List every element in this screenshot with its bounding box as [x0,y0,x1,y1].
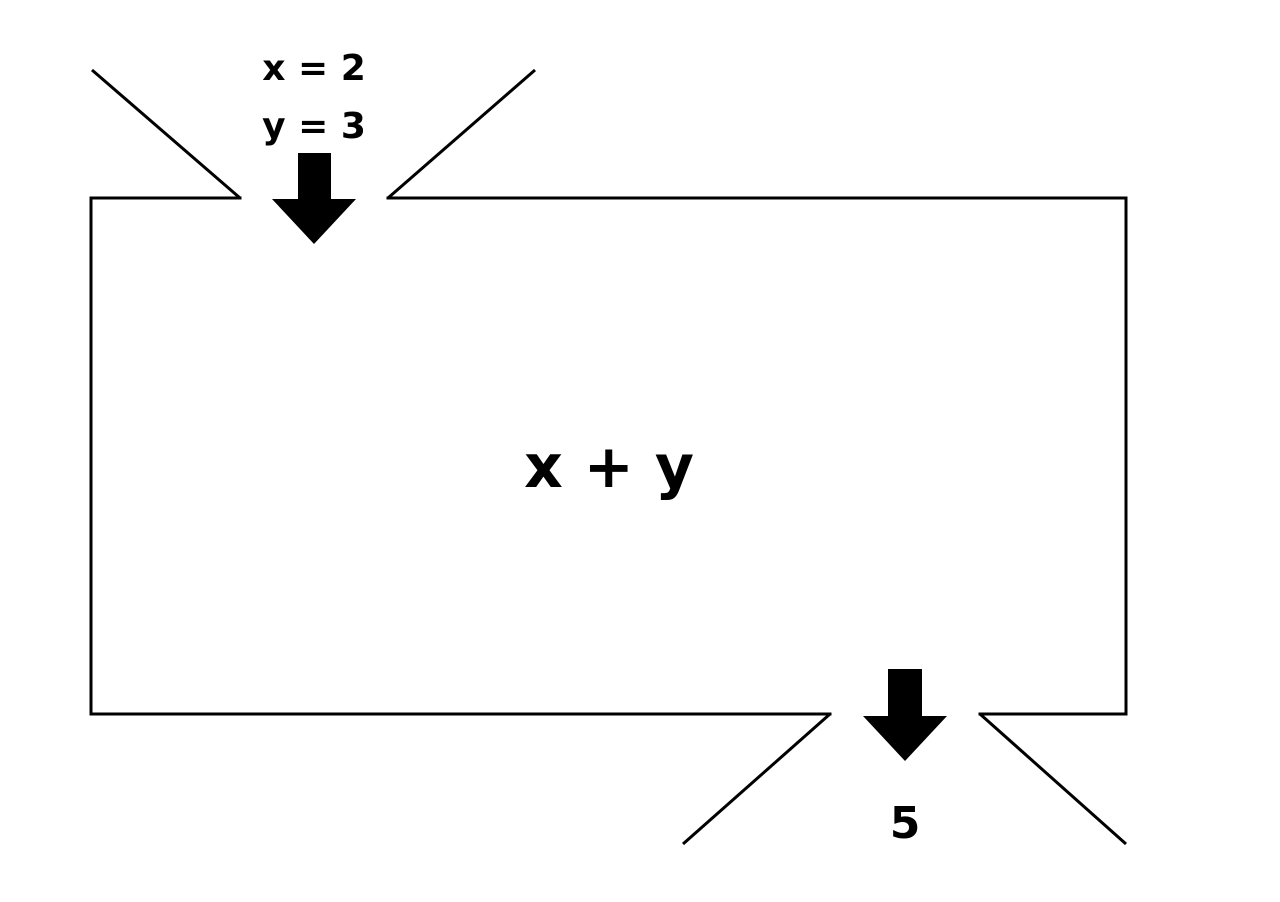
output-funnel-left-wall [682,712,831,846]
machine-box-outline-right [386,196,1128,716]
machine-box-outline [89,196,832,716]
input-x-label: x = 2 [262,48,366,89]
input-funnel [91,68,536,200]
input-y-label: y = 3 [262,106,366,147]
output-label: 5 [890,798,921,849]
input-arrow-icon [272,153,356,244]
output-funnel [682,712,1127,846]
output-arrow-icon [863,669,947,761]
output-funnel-right-wall [979,712,1127,846]
input-funnel-left-wall [91,68,241,200]
input-funnel-right-wall [387,68,536,200]
machine-expression: x + y [524,432,694,502]
machine-box [89,196,1128,716]
